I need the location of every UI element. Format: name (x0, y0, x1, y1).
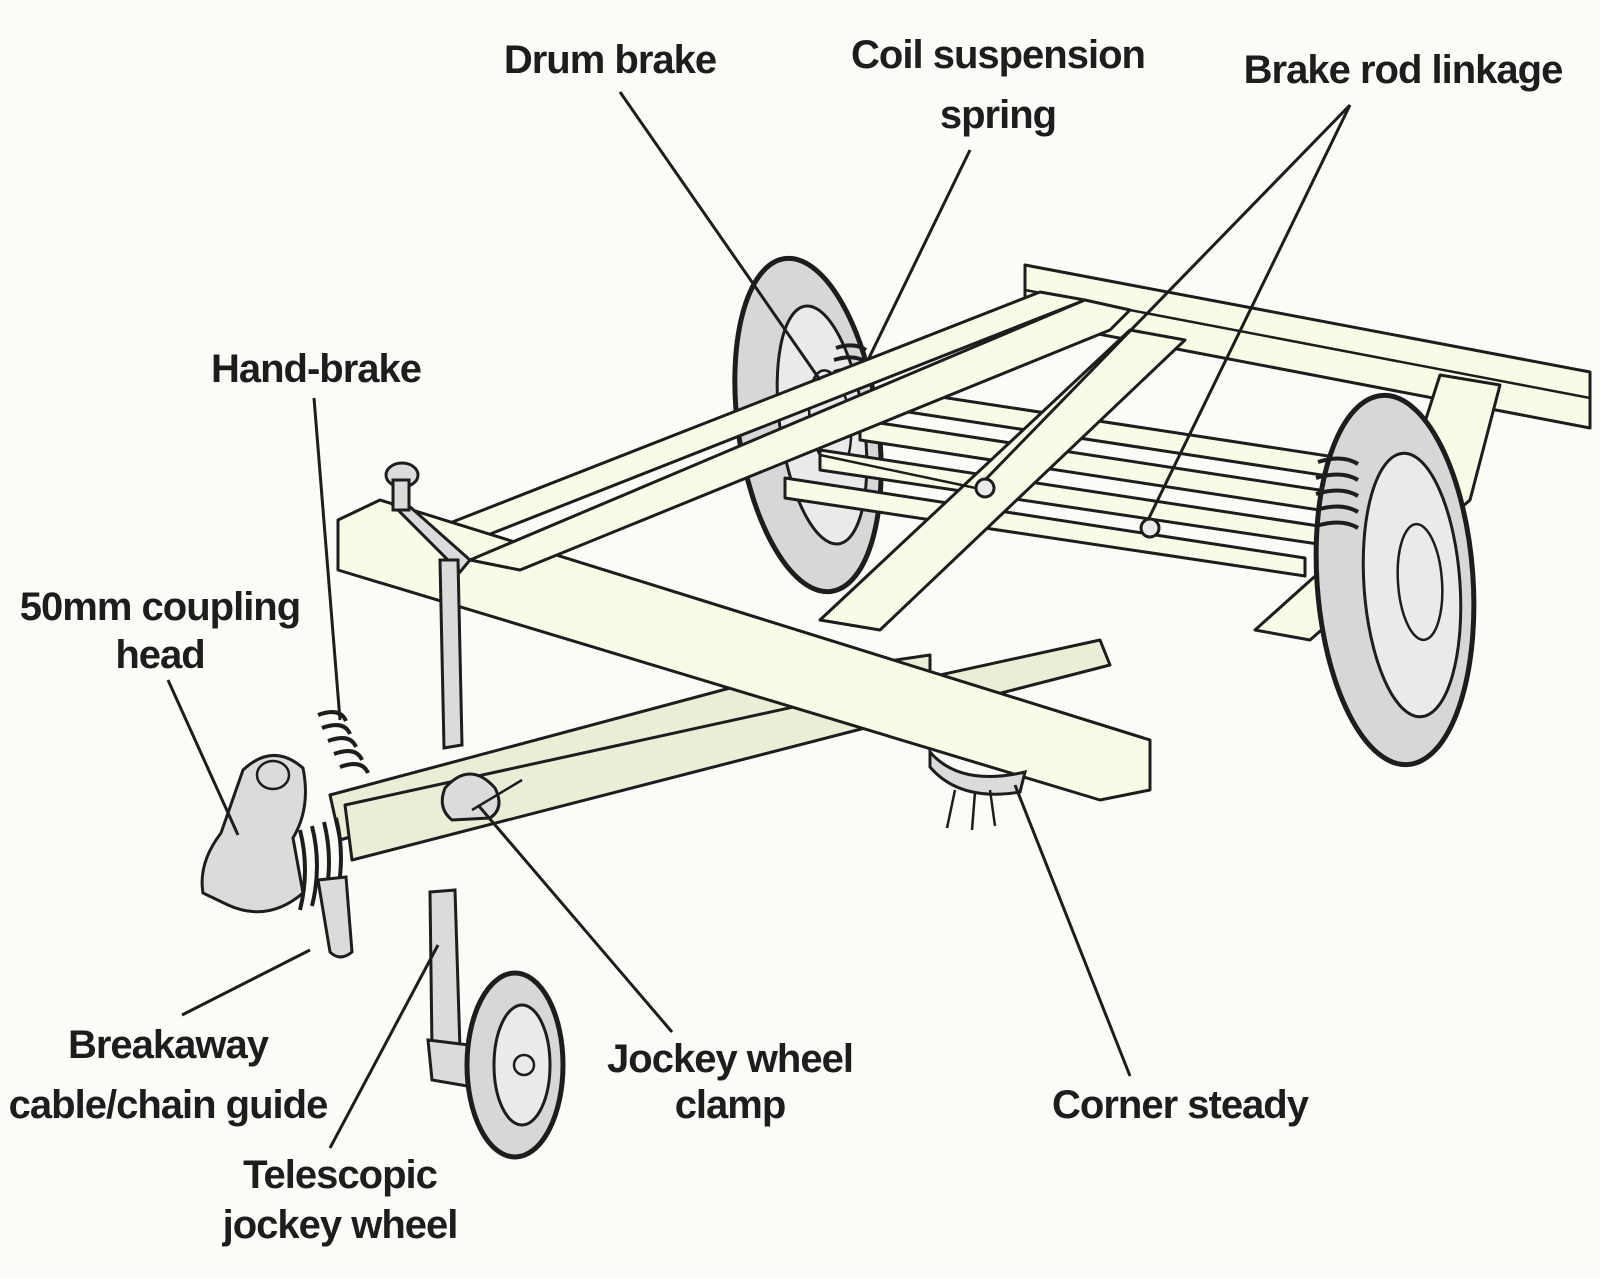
label-drum-brake: Drum brake (504, 38, 716, 82)
label-coil-spring-line2: spring (940, 93, 1056, 137)
leader-drum-brake (618, 91, 822, 381)
label-brake-rod: Brake rod linkage (1244, 48, 1563, 92)
label-breakaway-line2: cable/chain guide (9, 1083, 328, 1127)
label-coupling-line1: 50mm coupling (20, 585, 300, 629)
leader-coupling-head (166, 679, 240, 836)
leader-hand-brake (312, 397, 342, 721)
label-jockey-clamp-line1: Jockey wheel (607, 1037, 853, 1081)
label-coil-spring-line1: Coil suspension (851, 33, 1145, 77)
leader-telescopic (328, 944, 440, 1149)
hand-brake-lever (317, 461, 473, 774)
label-breakaway-line1: Breakaway (68, 1023, 270, 1067)
jockey-wheel-clamp (440, 772, 523, 822)
label-coupling-line2: head (115, 633, 204, 677)
coil-spring-left (833, 343, 868, 388)
jockey-wheel (426, 888, 566, 1160)
leader-coil-spring (866, 149, 972, 361)
leader-brake-rod-2 (1146, 104, 1352, 521)
coupling-head (200, 754, 354, 959)
leader-breakaway (181, 948, 311, 1017)
rear-right-wheel (1313, 392, 1477, 768)
leader-lines (166, 91, 1352, 1149)
label-jockey-clamp-line2: clamp (675, 1083, 786, 1127)
leader-jockey-clamp (476, 804, 674, 1033)
leader-corner-steady (1013, 784, 1132, 1077)
label-corner-steady: Corner steady (1052, 1083, 1310, 1127)
label-telescopic-line1: Telescopic (243, 1153, 438, 1197)
leader-brake-rod-1 (983, 103, 1352, 482)
label-hand-brake: Hand-brake (211, 347, 421, 391)
label-telescopic-line2: jockey wheel (222, 1203, 458, 1247)
corner-steady (928, 747, 1028, 831)
coil-spring-right (1315, 456, 1360, 530)
